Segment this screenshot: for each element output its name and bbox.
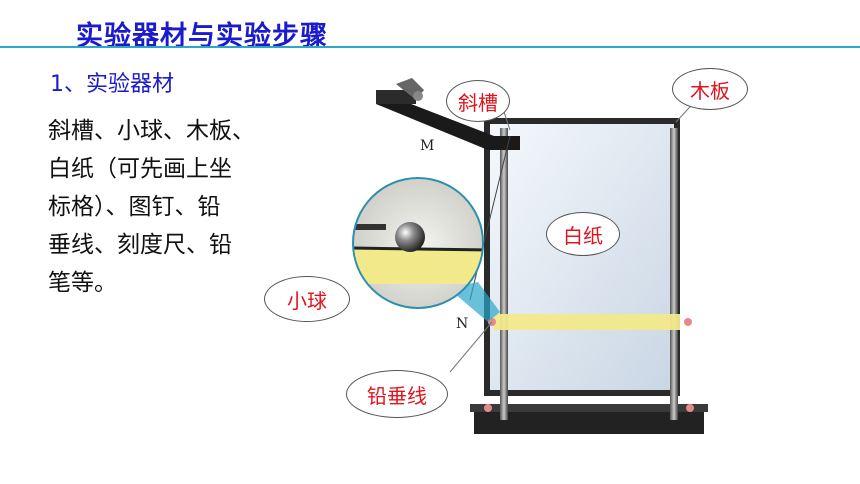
chute (376, 92, 520, 150)
section-heading: 1、实验器材 (50, 72, 174, 97)
callout-chute: 斜槽 (446, 80, 510, 122)
callout-ball: 小球 (264, 276, 350, 322)
point-n-label: N (456, 316, 469, 332)
callout-board: 木板 (672, 68, 748, 110)
scale-strip (494, 314, 680, 330)
callout-paper: 白纸 (546, 212, 620, 256)
equipment-list: 斜槽、小球、木板、 白纸（可先画上坐 标格）、图钉、铅 垂线、刻度尺、铅 笔等。 (48, 118, 255, 296)
ball (395, 222, 425, 252)
base-stand (474, 408, 704, 434)
callout-plumb-line: 铅垂线 (346, 370, 448, 418)
title-divider (0, 46, 860, 48)
white-paper (490, 124, 674, 390)
point-m-label: M (420, 138, 435, 154)
